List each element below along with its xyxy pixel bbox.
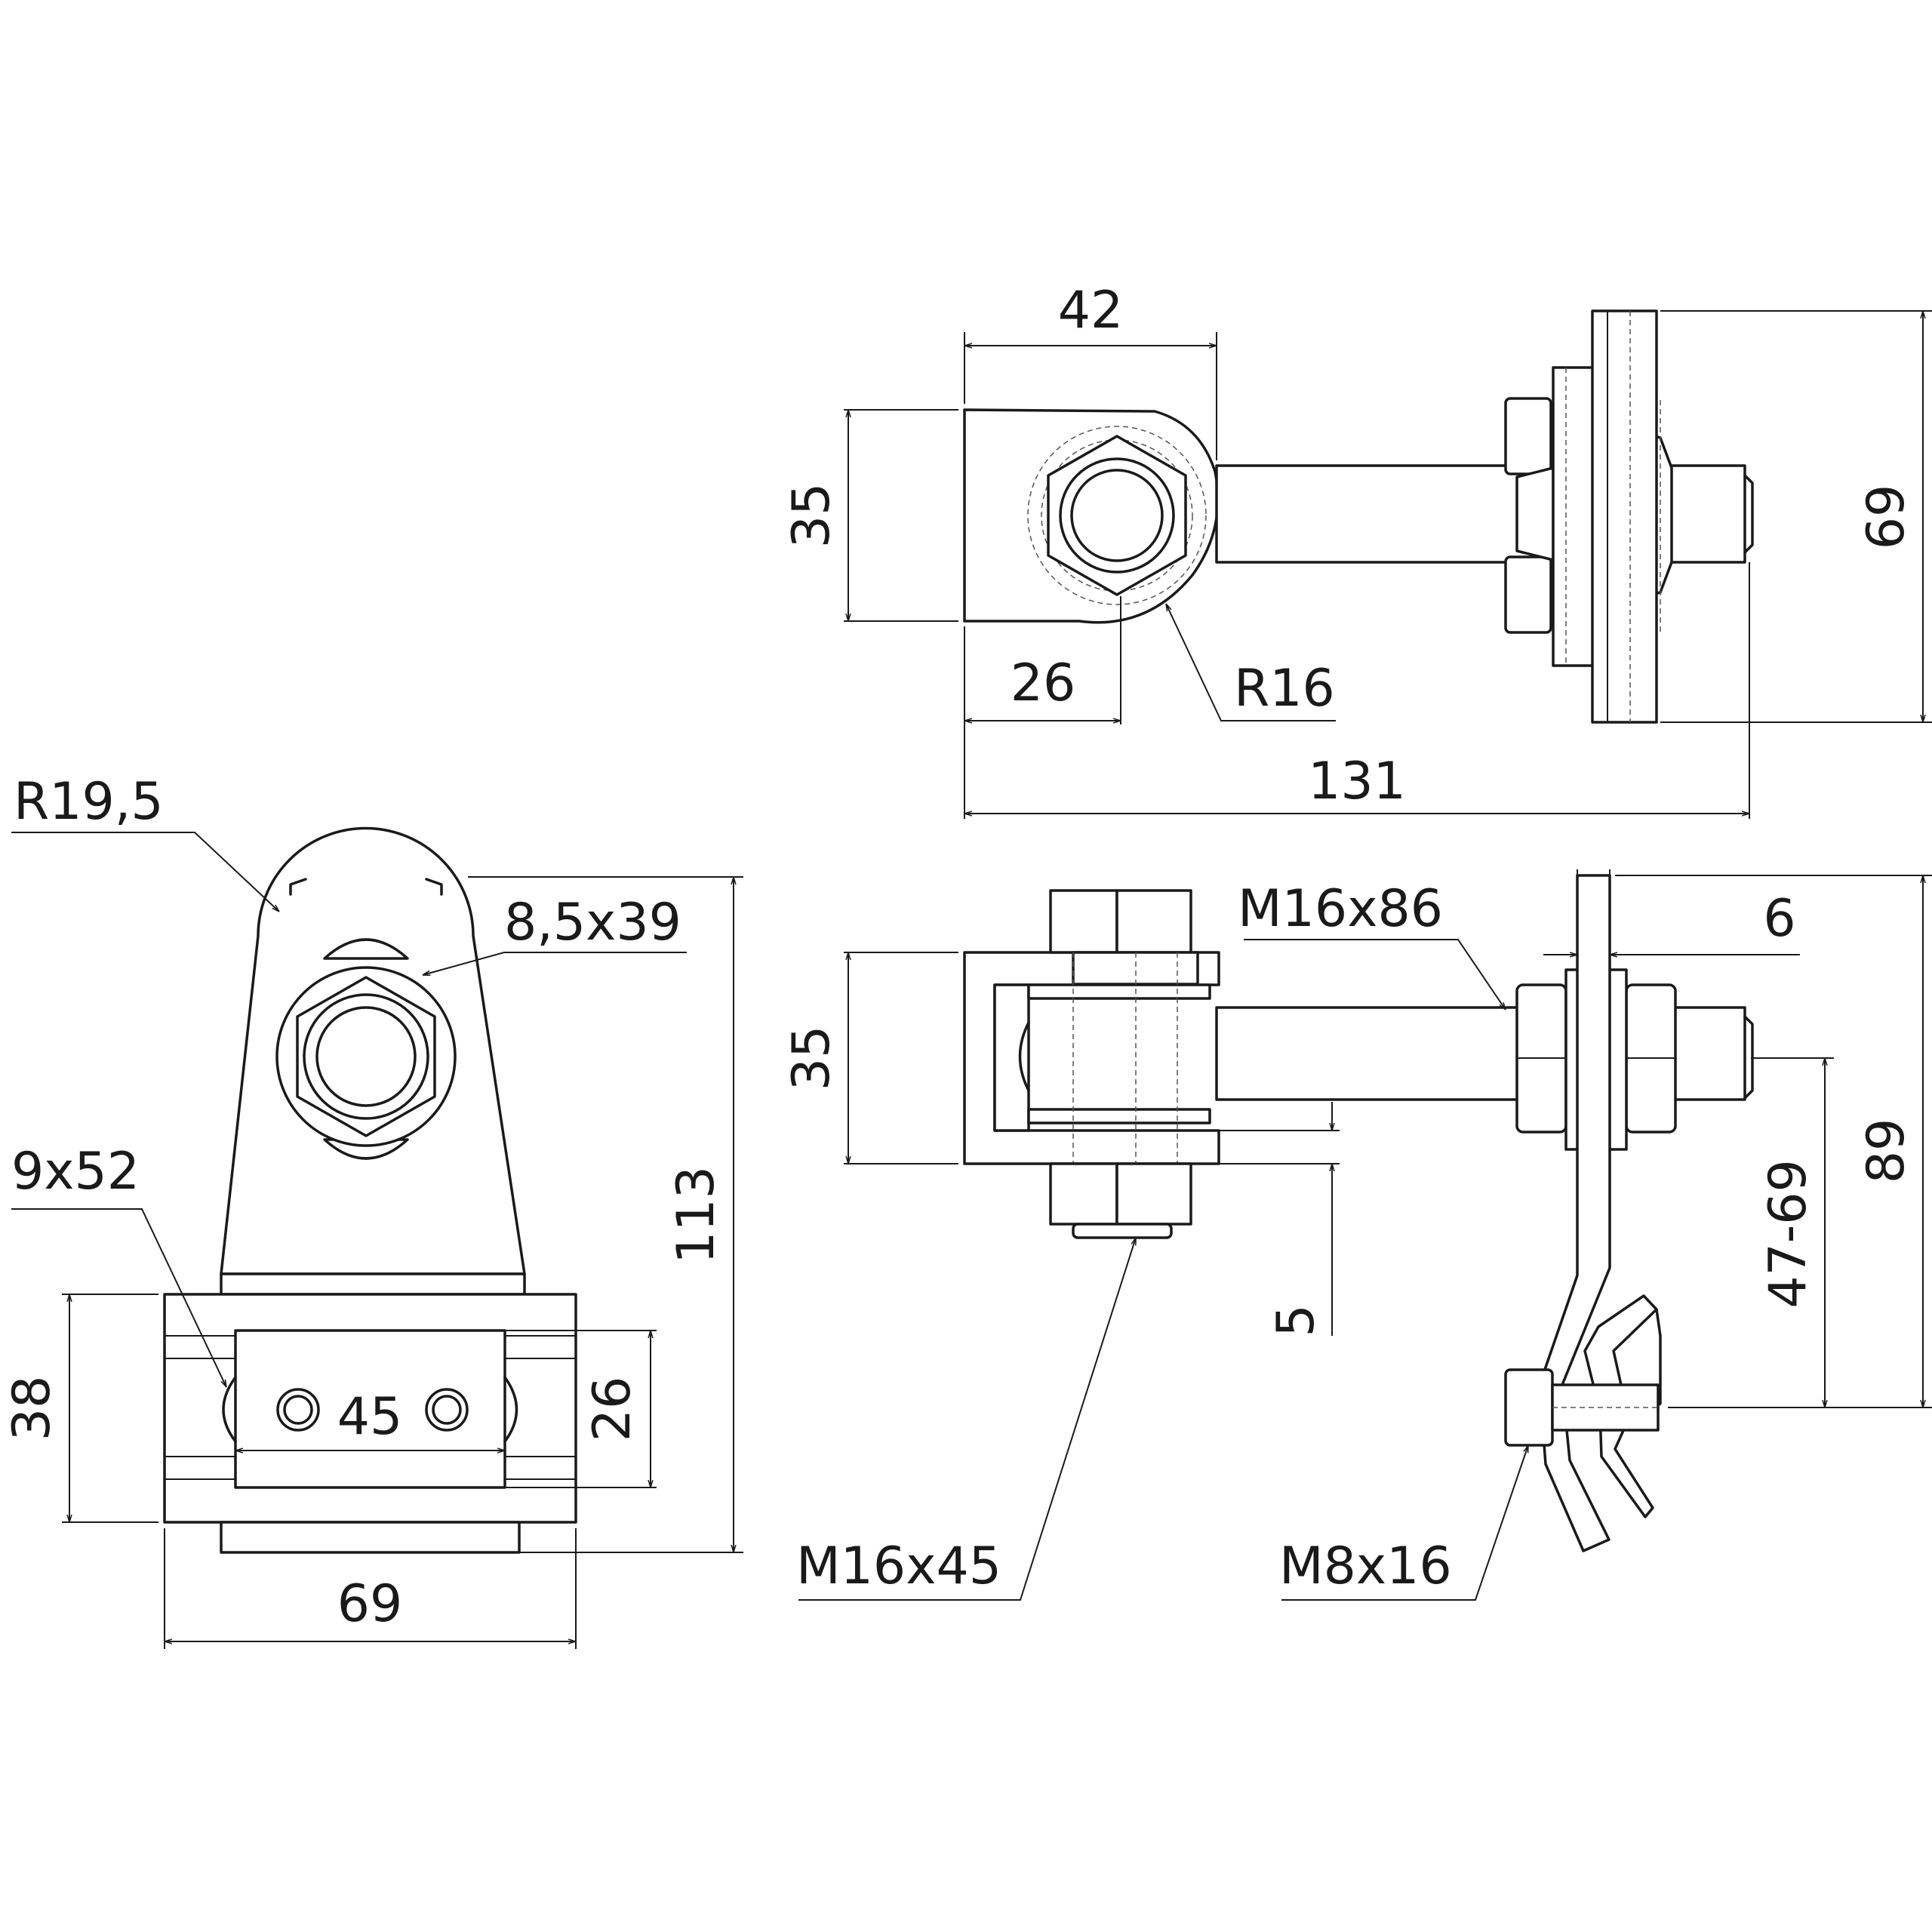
dim-top-plate-height: 69 <box>1857 485 1916 550</box>
side-view <box>963 874 1754 1552</box>
dim-side-plate-thickness: 6 <box>1763 889 1795 949</box>
left-view <box>163 826 577 1554</box>
dim-side-height: 35 <box>782 1026 841 1091</box>
dim-top-height: 35 <box>782 483 841 549</box>
dim-side-bolt-m16x45: M16x45 <box>796 1537 1001 1596</box>
dim-top-width: 42 <box>1058 281 1124 340</box>
dim-side-adjust-range: 47-69 <box>1758 1159 1818 1309</box>
dim-left-slot: 8,5x39 <box>504 893 681 952</box>
dim-top-total-length: 131 <box>1308 752 1406 811</box>
top-view-dimensions: 42 35 26 R16 131 69 <box>782 281 1932 819</box>
side-view-dimensions: M16x86 6 35 89 47-69 5 M16x45 M8x16 <box>782 869 1932 1601</box>
dim-left-width: 69 <box>337 1574 403 1634</box>
dim-side-gap-5: 5 <box>1266 1304 1326 1337</box>
dim-left-hole-spacing: 45 <box>337 1387 403 1447</box>
dim-left-total-height: 113 <box>666 1166 726 1264</box>
dim-top-radius: R16 <box>1234 659 1335 718</box>
dim-left-slot-lower: 9x52 <box>11 1142 140 1201</box>
left-view-dimensions: R19,5 8,5x39 9x52 38 45 26 113 69 <box>2 772 743 1649</box>
top-view <box>963 309 1754 724</box>
dim-side-screw-m8x16: M8x16 <box>1279 1537 1452 1596</box>
dim-side-bolt-m16x86: M16x86 <box>1238 879 1443 939</box>
dim-top-offset: 26 <box>1011 654 1076 713</box>
dim-left-height-38: 38 <box>2 1376 62 1441</box>
dim-left-radius: R19,5 <box>14 772 164 832</box>
dim-left-inner-26: 26 <box>583 1377 642 1442</box>
dim-side-total-89: 89 <box>1857 1118 1916 1184</box>
